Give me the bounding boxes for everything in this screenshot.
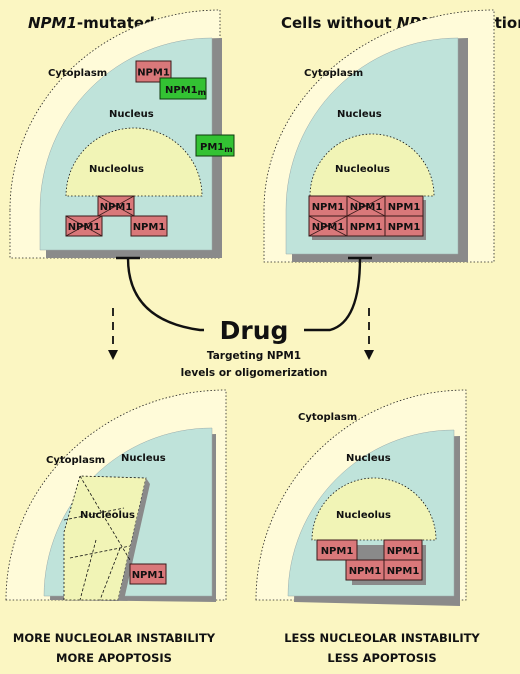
svg-text:NPM1: NPM1 <box>350 202 383 213</box>
outcome-right-line2: LESS APOPTOSIS <box>327 651 436 665</box>
svg-text:NPM1: NPM1 <box>133 222 166 233</box>
label-nucleus: Nucleus <box>109 109 154 120</box>
svg-text:NPM1: NPM1 <box>350 222 383 233</box>
drug-line-2: levels or oligomerization <box>181 367 328 379</box>
svg-text:NPM1: NPM1 <box>349 566 382 577</box>
label-nucleolus: Nucleolus <box>335 164 390 175</box>
label-nucleus: Nucleus <box>346 453 391 464</box>
npm1m-label-partial: PM1m <box>200 142 233 154</box>
svg-text:NPM1: NPM1 <box>68 222 101 233</box>
npm1-box <box>129 563 167 585</box>
drug-label: Drug <box>220 316 289 345</box>
npm1-oligomer-wildtype: NPM1 NPM1 NPM1 NPM1 NPM1 NPM1 <box>308 195 426 240</box>
drug-line-1: Targeting NPM1 <box>207 350 301 362</box>
label-nucleolus: Nucleolus <box>89 164 144 175</box>
label-nucleolus: Nucleolus <box>336 510 391 521</box>
label-cytoplasm: Cytoplasm <box>48 68 107 79</box>
cell-npm1-wildtype: Cytoplasm Nucleus Nucleolus NPM1 NPM1 NP… <box>263 9 495 263</box>
npm1m-label: NPM1m <box>165 85 206 97</box>
svg-text:NPM1: NPM1 <box>387 546 420 557</box>
label-nucleolus: Nucleolus <box>80 510 135 521</box>
npm1-box <box>135 60 172 83</box>
nucleolus-region <box>65 127 203 197</box>
svg-text:NPM1: NPM1 <box>321 546 354 557</box>
cell-bottom-right: Cytoplasm Nucleus Nucleolus NPM1 NPM1 NP… <box>255 389 467 606</box>
svg-text:NPM1: NPM1 <box>132 570 165 581</box>
arrow-left <box>108 308 118 360</box>
label-cytoplasm: Cytoplasm <box>46 455 105 466</box>
cell-bottom-left: Nucleolus Cytoplasm Nucleus NPM1 <box>5 389 227 602</box>
npm1-residual: NPM1 NPM1 NPM1 NPM1 <box>316 539 426 585</box>
svg-text:NPM1: NPM1 <box>312 222 345 233</box>
npm1m-box <box>159 77 207 100</box>
arrow-right <box>364 308 374 360</box>
npm1m-box-partial <box>195 134 235 157</box>
svg-text:NPM1: NPM1 <box>312 202 345 213</box>
nucleolus-region <box>311 477 437 541</box>
svg-text:NPM1: NPM1 <box>100 202 133 213</box>
drug-inhibition-connector <box>116 256 372 346</box>
nucleolus-region <box>309 133 435 197</box>
outcome-left-line2: MORE APOPTOSIS <box>56 651 172 665</box>
label-cytoplasm: Cytoplasm <box>298 412 357 423</box>
svg-text:NPM1: NPM1 <box>137 68 170 79</box>
svg-text:NPM1: NPM1 <box>388 222 421 233</box>
nucleolus-fragmented <box>63 475 147 601</box>
svg-text:NPM1: NPM1 <box>388 202 421 213</box>
label-nucleus: Nucleus <box>121 453 166 464</box>
label-nucleus: Nucleus <box>337 109 382 120</box>
outcome-right-line1: LESS NUCLEOLAR INSTABILITY <box>284 631 480 645</box>
cell-npm1-mutated: Cytoplasm Nucleus Nucleolus NPM1 NPM1m P… <box>9 9 235 259</box>
label-cytoplasm: Cytoplasm <box>304 68 363 79</box>
npm1-oligomer: NPM1 NPM1 NPM1 <box>65 195 168 237</box>
svg-text:NPM1: NPM1 <box>387 566 420 577</box>
outcome-left-line1: MORE NUCLEOLAR INSTABILITY <box>13 631 216 645</box>
